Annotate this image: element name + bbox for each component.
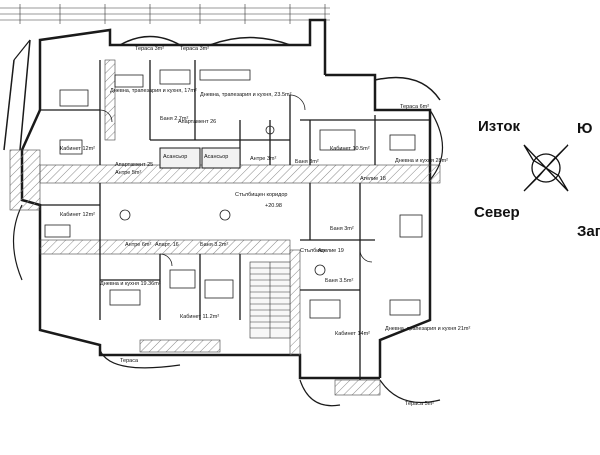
compass-label-north: Север (474, 204, 520, 221)
room-label-terrace-top-left: Тераса 3m² (135, 46, 164, 52)
room-label-terrace-5: Тераса 5m² (405, 401, 434, 407)
room-label-corridor: Стълбищен коридор (235, 192, 287, 198)
room-label-office-12-top: Кабинет 12m² (60, 146, 95, 152)
compass-label-west: Зап (577, 223, 600, 240)
staircase-treads (249, 261, 291, 339)
room-label-elevator-2: Асансьор (204, 154, 228, 160)
room-label-apartment-16: Апарт. 16 (155, 242, 179, 248)
room-label-apartment-26: Апартамент 26 (178, 119, 216, 125)
room-label-office-112: Кабинет 11.2m² (180, 314, 219, 320)
room-label-atelier-19: Ателие 19 (318, 248, 344, 254)
outer-walls (3, 18, 443, 407)
room-label-bath-35: Баня 3.5m² (325, 278, 353, 284)
room-labels: Тераса 3m² Тераса 3m² Дневна, трапезария… (60, 46, 470, 407)
room-label-office-105: Кабинет 10.5m² (330, 146, 370, 152)
room-label-terrace-bottom-left: Тераса (120, 358, 139, 364)
room-label-level: +20.98 (265, 203, 282, 209)
room-label-terrace-top-right: Тераса 3m² (180, 46, 209, 52)
room-label-staircase: Стълбище (300, 248, 327, 254)
compass-label-south: Ю (577, 120, 592, 137)
hatched-walls (9, 59, 441, 396)
compass-rose: Изток Ю Север Зап (474, 118, 600, 240)
room-label-bath-3: Баня 3m² (295, 159, 319, 165)
room-label-living-b: Дневна, трапезария и кухня, 23.5m² (200, 92, 292, 98)
room-label-terrace-6-top: Тераса 6m² (400, 104, 429, 110)
dimension-lines (0, 4, 330, 24)
room-label-office-12-left: Кабинет 12m² (60, 212, 95, 218)
room-label-antre-3: Антре 3m² (250, 156, 277, 162)
room-label-bath-3b: Баня 3m² (330, 226, 354, 232)
room-label-apartment-25: Апартамент 25 (115, 162, 153, 168)
furniture-symbols (44, 69, 423, 319)
room-label-antre-6: Антре 6m² (125, 242, 152, 248)
room-label-antre-5: Антре 5m² (115, 170, 142, 176)
room-label-living-d: Дневна и кухня 19.36m² (100, 281, 161, 287)
room-label-elevator-1: Асансьор (163, 154, 187, 160)
room-label-living-c: Дневна и кухня 28m² (395, 158, 448, 164)
room-label-atelier-18: Ателие 18 (360, 176, 386, 182)
compass-label-east: Изток (478, 118, 521, 135)
room-label-office-14: Кабинет 14m² (335, 331, 370, 337)
interior-walls (40, 60, 430, 380)
elevator-shafts (159, 147, 241, 169)
compass-needle-icon (523, 144, 569, 192)
room-label-living-a: Дневна, трапезария и кухня, 17m² (110, 88, 197, 94)
room-label-bath-32: Баня 3.2m² (200, 242, 228, 248)
room-label-living-e: Дневна, трапезария и кухня 21m² (385, 326, 470, 332)
room-label-bath-27: Баня 2.7m² (160, 116, 188, 122)
